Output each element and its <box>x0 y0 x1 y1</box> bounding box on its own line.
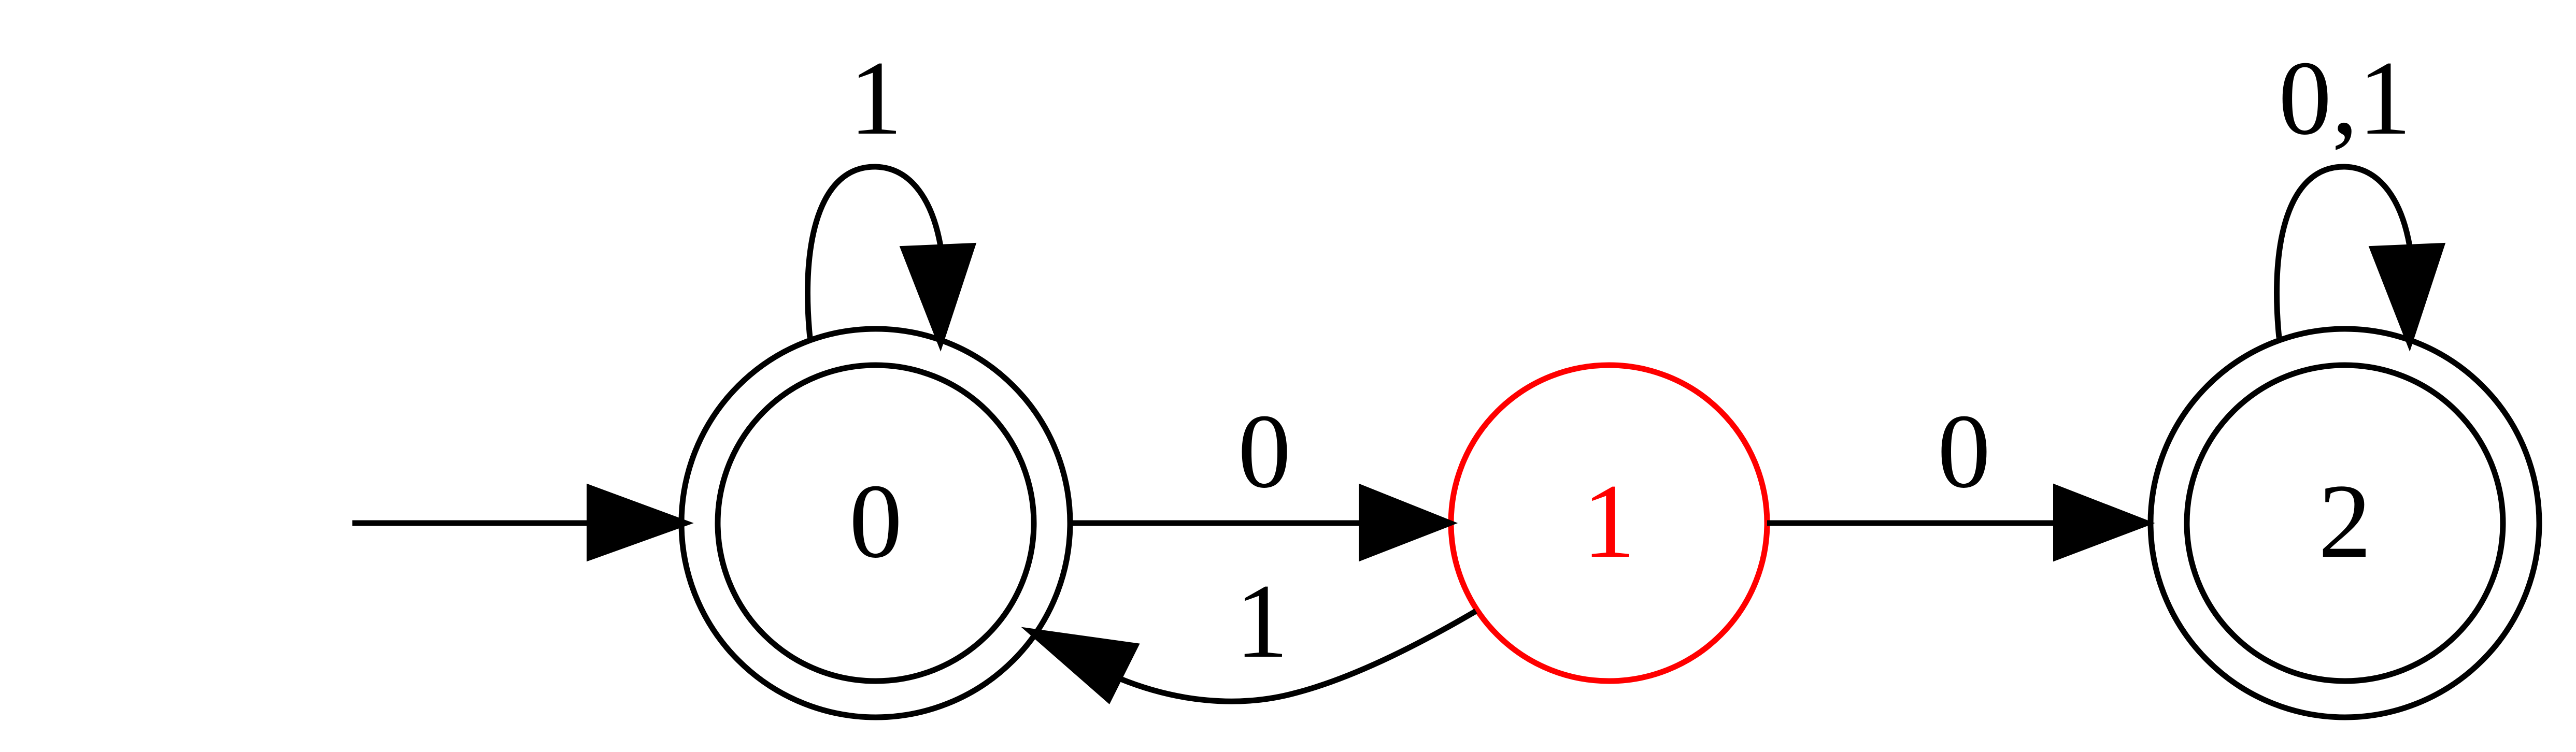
transition-1-to-0-path <box>1118 609 1477 704</box>
transition-2-to-2-path <box>2274 164 2413 338</box>
state-1-label: 1 <box>1583 462 1636 580</box>
transition-1-to-0-label: 1 <box>1235 562 1289 680</box>
state-0-outer-ring <box>678 326 1073 720</box>
transition-0-to-1-label: 0 <box>1238 393 1291 510</box>
transition-0-to-0-label: 1 <box>849 39 903 157</box>
transition-1-to-0: 1 <box>1021 562 1477 704</box>
transition-0-to-0-arrowhead <box>899 242 977 352</box>
transition-2-to-2-label: 0,1 <box>2279 39 2411 157</box>
start-arrowhead <box>587 483 694 562</box>
state-0-inner-ring <box>715 362 1037 684</box>
state-0-label: 0 <box>849 462 903 580</box>
state-2-label: 2 <box>2318 462 2372 580</box>
transition-1-to-2: 0 <box>1767 393 2155 562</box>
start-arrow <box>352 483 694 562</box>
state-2-inner-ring <box>2184 362 2506 684</box>
transition-1-to-2-label: 0 <box>1938 393 1991 510</box>
transition-0-to-0: 1 <box>805 39 977 352</box>
transition-1-to-2-arrowhead <box>2053 483 2155 562</box>
transition-0-to-0-path <box>805 164 944 338</box>
transition-0-to-1: 0 <box>1072 393 1458 562</box>
transition-2-to-2-arrowhead <box>2368 242 2446 352</box>
transition-1-to-0-arrowhead <box>1021 627 1140 704</box>
transition-2-to-2: 0,1 <box>2274 39 2446 352</box>
transition-0-to-1-arrowhead <box>1359 483 1458 562</box>
state-0: 0 <box>678 326 1073 720</box>
